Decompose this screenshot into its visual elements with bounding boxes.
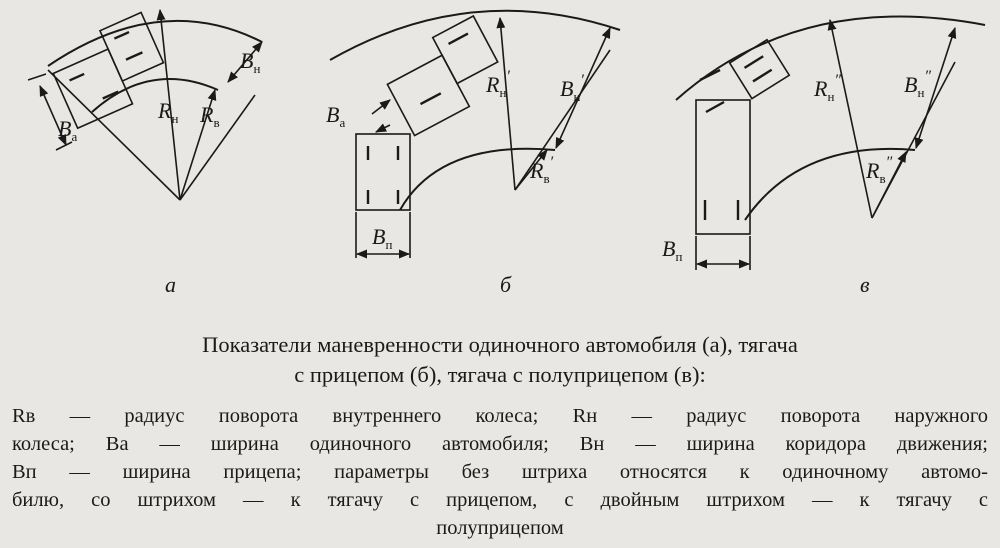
label-rb-double-prime: Rв″ bbox=[865, 154, 893, 186]
label-rb-prime: Rв′ bbox=[529, 154, 554, 186]
wheel bbox=[743, 55, 764, 69]
outer-arc bbox=[329, 9, 621, 61]
wheel bbox=[752, 68, 773, 83]
vehicle-width-dim bbox=[39, 84, 67, 147]
legend-line-2: колеса; Bа — ширина одиночного автомобил… bbox=[12, 433, 988, 455]
wheel bbox=[447, 32, 469, 45]
label-bh-prime: Bн′ bbox=[560, 72, 584, 104]
panel-letter-c: в bbox=[860, 272, 870, 297]
diagram-svg: Rн Rв Bн Bа а Rн′ Bн′ Rв′ Bа Bп б Rн″ Bн… bbox=[27, 8, 986, 297]
radius-inner-line bbox=[179, 88, 217, 201]
radius-line bbox=[179, 94, 256, 201]
wheel bbox=[699, 68, 721, 82]
vehicle-single bbox=[52, 11, 165, 130]
wheel bbox=[705, 100, 725, 114]
cab-body bbox=[728, 38, 791, 100]
legend-line-5: полуприцепом bbox=[436, 517, 564, 539]
label-rh: Rн bbox=[157, 98, 178, 126]
outer-arc bbox=[47, 20, 263, 67]
legend-line-3: Bп — ширина прицепа; параметры без штрих… bbox=[12, 461, 988, 483]
panel-letter-b: б bbox=[500, 272, 512, 297]
ext-line bbox=[27, 73, 47, 81]
corridor-width-dim bbox=[914, 26, 957, 150]
panel-b bbox=[329, 9, 621, 259]
radius-outer-line bbox=[827, 18, 873, 219]
vehicle-cab bbox=[98, 11, 165, 83]
label-ba: Bа bbox=[326, 102, 345, 130]
label-rb: Rв bbox=[199, 102, 220, 130]
trailer bbox=[355, 133, 411, 211]
panel-c bbox=[675, 15, 986, 270]
label-bp: Bп bbox=[372, 224, 392, 252]
label-bp: Bп bbox=[662, 236, 682, 264]
label-ba: Bа bbox=[58, 116, 77, 144]
tractor-body bbox=[386, 54, 471, 137]
radius-outer-line bbox=[496, 16, 516, 191]
panel-letter-a: а bbox=[165, 272, 176, 297]
radius-line bbox=[47, 69, 181, 201]
wheel bbox=[419, 92, 442, 106]
figure: Rн Rв Bн Bа а Rн′ Bн′ Rв′ Bа Bп б Rн″ Bн… bbox=[27, 8, 986, 297]
panel-a bbox=[27, 8, 263, 201]
ext-line bbox=[55, 141, 73, 151]
figure-legend: Rв — радиус поворота внутреннего колеса;… bbox=[12, 402, 988, 542]
wheel bbox=[113, 30, 130, 40]
width-arrow bbox=[371, 99, 391, 115]
tractor bbox=[386, 14, 499, 137]
label-bh-double-prime: Bн″ bbox=[904, 68, 931, 100]
label-rh-double-prime: Rн″ bbox=[813, 72, 841, 104]
tractor-cab bbox=[431, 14, 499, 85]
radius-outer-line bbox=[156, 8, 181, 201]
inner-arc bbox=[91, 78, 219, 113]
corridor-width-dim bbox=[227, 41, 263, 83]
figure-caption: Показатели маневренности одиночного авто… bbox=[0, 330, 1000, 390]
wheel bbox=[102, 90, 119, 100]
caption-line-1: Показатели маневренности одиночного авто… bbox=[202, 332, 798, 357]
wheel bbox=[69, 72, 85, 82]
inner-arc bbox=[744, 147, 916, 221]
legend-line-4: билю, со штрихом — к тягачу с прицепом, … bbox=[12, 489, 988, 511]
outer-arc bbox=[675, 15, 986, 101]
label-rh-prime: Rн′ bbox=[485, 68, 510, 100]
legend-line-1: Rв — радиус поворота внутреннего колеса;… bbox=[12, 405, 988, 427]
width-arrow bbox=[374, 123, 391, 133]
tractor-cab bbox=[728, 38, 791, 100]
semitrailer bbox=[695, 99, 751, 235]
wheel bbox=[125, 51, 143, 61]
label-bh: Bн bbox=[240, 48, 260, 76]
corridor-width-dim bbox=[555, 26, 611, 150]
caption-line-2: с прицепом (б), тягача с полуприцепом (в… bbox=[294, 362, 706, 387]
